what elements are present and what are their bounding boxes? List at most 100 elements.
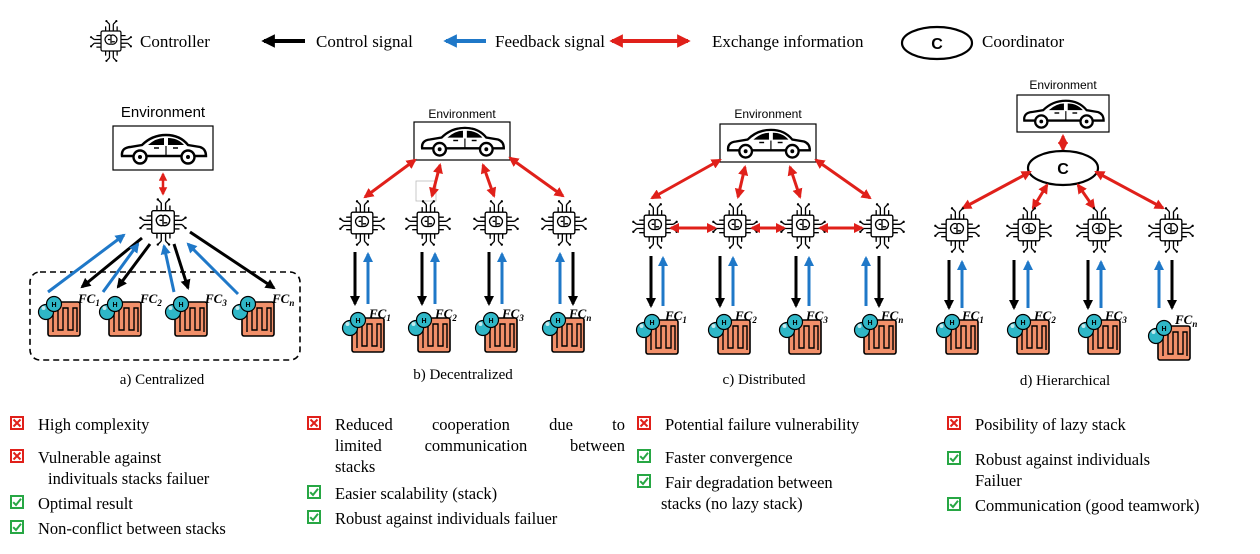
feedback-arrow xyxy=(186,242,240,296)
fc-label: FCn xyxy=(271,291,294,308)
panel-caption: c) Distributed xyxy=(723,372,806,388)
controller-icon xyxy=(404,199,452,247)
fc-label: FC2 xyxy=(1033,308,1056,325)
centralized-list: High complexity Vulnerable against indiv… xyxy=(8,414,308,543)
control-arrow xyxy=(116,243,152,289)
fuel-cell-stack-icon xyxy=(231,295,275,337)
list-item: Optimal result xyxy=(8,493,308,514)
controller-icon xyxy=(711,202,759,250)
coordinator-icon xyxy=(900,25,974,61)
fuel-cell-stack-icon xyxy=(98,295,142,337)
check-icon xyxy=(947,451,961,465)
list-item: Posibility of lazy stack xyxy=(945,414,1260,435)
legend-coordinator-label: Coordinator xyxy=(982,32,1064,51)
fc-label: FC3 xyxy=(1104,308,1127,325)
centralized-group-box xyxy=(29,271,301,361)
cross-icon xyxy=(10,449,24,463)
fc-label: FC2 xyxy=(139,291,162,308)
pros-cons-lists: High complexity Vulnerable against indiv… xyxy=(0,414,1260,554)
controller-icon xyxy=(472,199,520,247)
environment-label: Environment xyxy=(121,104,206,121)
list-item: Communication (good teamwork) xyxy=(945,495,1260,516)
fc-label: FC3 xyxy=(805,308,828,325)
control-arrow xyxy=(189,230,276,290)
controller-icon xyxy=(540,199,588,247)
fc-label: FC3 xyxy=(501,306,524,323)
list-item: Robust against individuals Failuer xyxy=(945,449,1260,491)
exchange-arrow xyxy=(814,158,872,200)
exchange-arrow xyxy=(508,156,565,198)
fc-label: FC1 xyxy=(664,308,687,325)
exchange-arrow xyxy=(429,163,443,198)
exchange-arrow xyxy=(1094,170,1165,210)
legend-exchange-information-label: Exchange information xyxy=(712,32,864,51)
feedback-arrow xyxy=(160,244,176,293)
environment-label: Environment xyxy=(1029,78,1097,92)
check-icon xyxy=(10,520,24,534)
decentralized-list: Reduced cooperation due to limited commu… xyxy=(305,414,625,533)
check-icon xyxy=(637,474,651,488)
controller-icon xyxy=(1147,206,1195,254)
control-architecture-diagram: H Controller Control signal Feedback sig… xyxy=(29,19,1197,389)
check-icon xyxy=(947,497,961,511)
cross-icon xyxy=(637,416,651,430)
panel-decentralized: Environment FC1 FC2 FC3 FCn b) Decentral… xyxy=(338,107,591,383)
exchange-arrow xyxy=(480,163,497,198)
exchange-arrow xyxy=(1076,183,1096,210)
list-item: Non-conflict between stacks xyxy=(8,518,308,539)
fc-label: FCn xyxy=(880,308,903,325)
check-icon xyxy=(10,495,24,509)
panel-caption: b) Decentralized xyxy=(413,367,513,383)
coordinator-letter: C xyxy=(1057,161,1069,178)
list-item: Easier scalability (stack) xyxy=(305,483,625,504)
check-icon xyxy=(637,449,651,463)
exchange-arrow xyxy=(961,170,1032,210)
fc-label: FCn xyxy=(568,306,591,323)
exchange-arrow xyxy=(787,165,803,199)
panel-centralized: Environment FC1 FC2 FC3 FCn a) Centraliz… xyxy=(29,104,301,388)
list-item: High complexity xyxy=(8,414,308,435)
controller-icon xyxy=(138,197,188,247)
fuel-cell-stack-icon xyxy=(164,295,208,337)
exchange-arrow xyxy=(734,165,749,199)
legend-feedback-signal-label: Feedback signal xyxy=(495,32,605,51)
panel-distributed: Environment FC1 FC2 FC3 FCn c) Distribut… xyxy=(631,107,906,388)
distributed-list: Potential failure vulnerability Faster c… xyxy=(635,414,935,518)
fc-label: FC3 xyxy=(204,291,227,308)
list-item: Vulnerable against indivituals stacks fa… xyxy=(8,447,308,489)
fc-label: FC1 xyxy=(77,291,100,308)
check-icon xyxy=(307,510,321,524)
controller-icon xyxy=(338,199,386,247)
controller-icon xyxy=(631,202,679,250)
legend-control-signal-label: Control signal xyxy=(316,32,413,51)
fc-label: FC2 xyxy=(434,306,457,323)
cross-icon xyxy=(10,416,24,430)
feedback-arrow xyxy=(47,233,126,294)
environment-label: Environment xyxy=(428,107,496,121)
fc-label: FCn xyxy=(1174,312,1197,329)
controller-icon xyxy=(1005,206,1053,254)
feedback-arrow xyxy=(101,242,140,293)
panel-caption: d) Hierarchical xyxy=(1020,373,1110,389)
hierarchical-list: Posibility of lazy stack Robust against … xyxy=(945,414,1260,520)
check-icon xyxy=(307,485,321,499)
control-arrow xyxy=(172,243,191,290)
controller-icon xyxy=(933,206,981,254)
exchange-arrow xyxy=(363,158,417,199)
list-item: Reduced cooperation due to limited commu… xyxy=(305,414,625,477)
list-item: Faster convergence xyxy=(635,447,935,468)
list-item: Fair degradation between stacks (no lazy… xyxy=(635,472,935,514)
environment-label: Environment xyxy=(734,107,802,121)
controller-icon xyxy=(1075,206,1123,254)
cross-icon xyxy=(947,416,961,430)
controller-icon xyxy=(89,19,133,63)
exchange-arrow xyxy=(1031,183,1049,210)
legend-controller-label: Controller xyxy=(140,32,210,51)
controller-icon xyxy=(858,202,906,250)
fc-label: FC2 xyxy=(734,308,757,325)
exchange-arrow xyxy=(650,158,722,200)
list-item: Potential failure vulnerability xyxy=(635,414,935,435)
legend-coordinator-letter: C xyxy=(931,36,943,53)
fc-label: FC1 xyxy=(368,306,391,323)
fc-label: FC1 xyxy=(961,308,984,325)
